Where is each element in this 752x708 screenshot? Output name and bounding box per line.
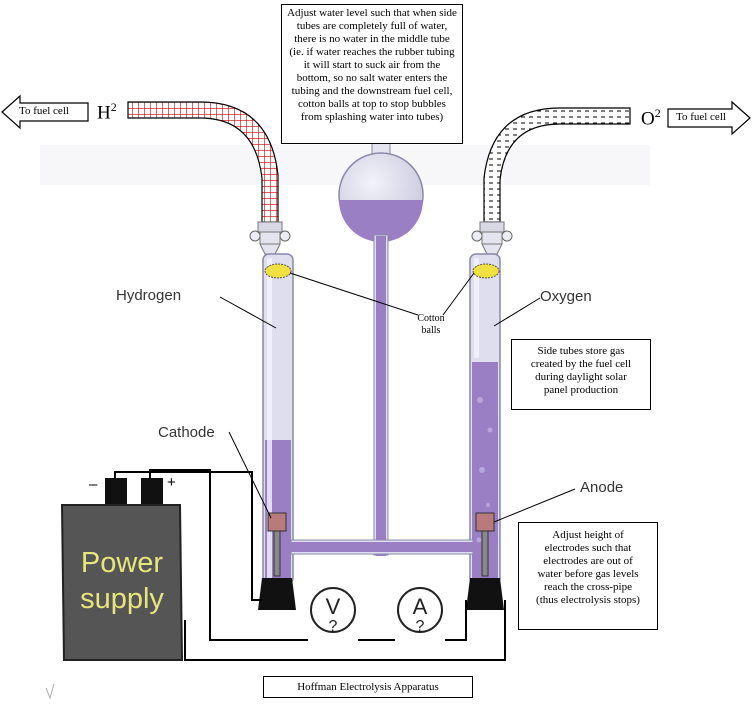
side-tubes-note: Side tubes store gas created by the fuel… (511, 339, 651, 410)
caption: Hoffman Electrolysis Apparatus (263, 676, 473, 698)
anode-label: Anode (580, 479, 624, 496)
hydrogen-symbol: H2 (97, 100, 117, 124)
leader-lines (219, 272, 576, 523)
cathode-label: Cathode (158, 424, 215, 441)
left-arrow-label: To fuel cell (19, 105, 69, 117)
voltmeter-reading: ? (328, 618, 338, 635)
electrodes-note: Adjust height of electrodes such that el… (518, 522, 658, 630)
minus-terminal-label: – (89, 476, 98, 493)
right-stopper (466, 578, 504, 610)
cotton-balls-label: Cotton balls (417, 313, 445, 336)
right-arrow-label: To fuel cell (676, 111, 726, 123)
oxygen-symbol: O2 (641, 106, 661, 130)
cotton-ball-right (472, 263, 500, 279)
reservoir-bulb (338, 139, 424, 556)
ammeter-letter: A (412, 594, 428, 619)
power-supply (60, 478, 184, 661)
cathode-electrode (267, 512, 287, 577)
cotton-ball-left (264, 263, 292, 279)
left-stopper (258, 578, 296, 610)
oxygen-label: Oxygen (540, 288, 592, 305)
right-stopcock (471, 221, 513, 255)
hydrogen-label: Hydrogen (116, 287, 182, 304)
ammeter-reading: ? (415, 618, 425, 635)
plus-terminal-label: + (167, 474, 176, 491)
ammeter (397, 587, 443, 633)
water-level-note: Adjust water level such that when side t… (281, 4, 463, 144)
voltmeter-letter: V (325, 594, 341, 619)
wires (114, 469, 506, 661)
anode-electrode (475, 512, 495, 577)
arrow-right-to-fuel-cell (667, 100, 751, 136)
voltmeter (310, 587, 356, 633)
cross-pipe (290, 539, 474, 555)
left-stopcock (249, 221, 291, 255)
stray-mark (45, 683, 55, 700)
power-supply-label: Power supply (80, 547, 164, 615)
arrow-left-to-fuel-cell (1, 94, 89, 130)
oxygen-tube (469, 253, 501, 585)
